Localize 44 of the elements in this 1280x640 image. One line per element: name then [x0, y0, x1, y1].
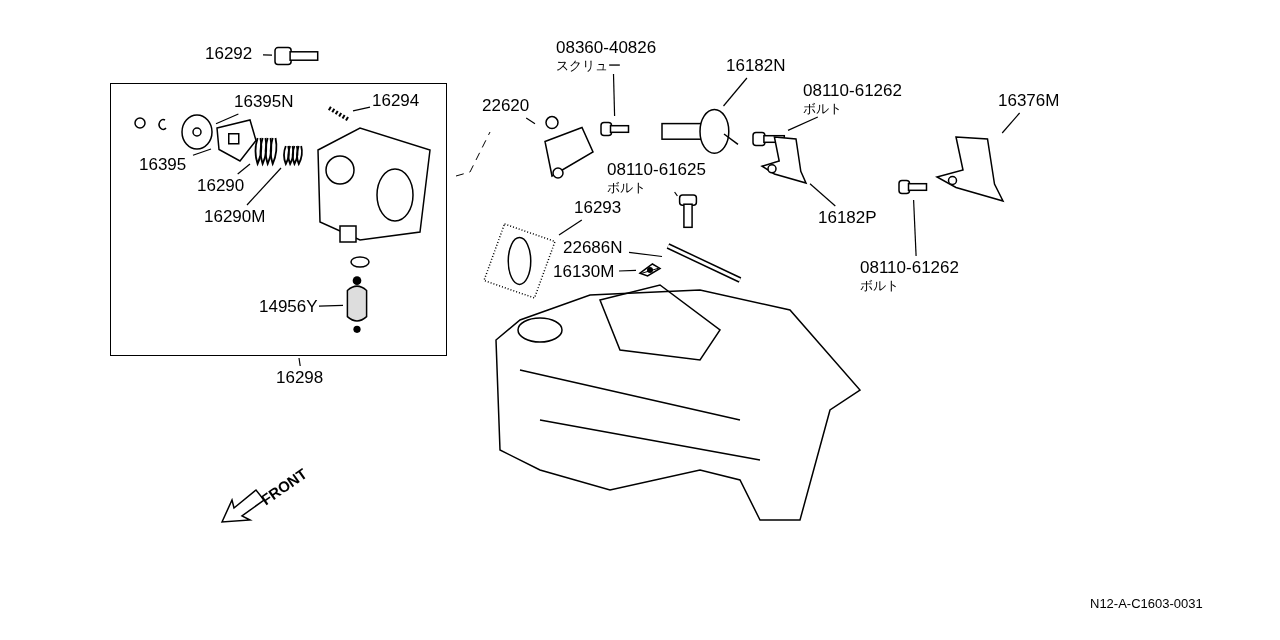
leader-line [525, 117, 536, 125]
leader-line [1001, 112, 1021, 134]
callout-number: 16182P [818, 208, 880, 228]
callout-number: 16376M [998, 91, 1062, 111]
callout-number: 16290M [204, 207, 268, 227]
part-name-label: ボルト [860, 278, 900, 293]
callout-number: 16292 [205, 44, 261, 64]
part-number: 08110-61625 [607, 160, 707, 180]
part-number: 08360-40826 [556, 38, 658, 58]
leader-line [352, 106, 371, 112]
drawing-code: N12-A-C1603-0031 [1090, 596, 1203, 611]
part-number: 08110-61262 [860, 258, 960, 278]
leader-line [612, 73, 616, 117]
part-name-label: ボルト [607, 180, 647, 195]
callout-number: 16395 [139, 155, 191, 175]
callout-number: 16290 [197, 176, 249, 196]
leader-line [262, 54, 273, 56]
leader-line [674, 191, 678, 197]
callout-number: 16293 [574, 198, 626, 218]
part-number: 08110-61262 [803, 81, 903, 101]
leader-line [246, 167, 282, 206]
leader-line [215, 113, 239, 125]
callout-number: 16395N [234, 92, 298, 112]
assembly-frame [110, 83, 447, 356]
leader-line [298, 357, 301, 367]
part-name-label: ボルト [803, 101, 843, 116]
callout-number: 16298 [276, 368, 328, 388]
leader-line [809, 183, 836, 207]
leader-line [913, 199, 917, 257]
callout-number: 16182N [726, 56, 788, 76]
leader-line [237, 163, 251, 175]
callout-number: 22620 [482, 96, 534, 116]
leader-line [618, 269, 637, 272]
leader-line [722, 77, 748, 107]
leader-line [628, 251, 663, 258]
leader-line [192, 148, 212, 156]
leader-line [318, 304, 344, 307]
part-name-label: スクリュー [556, 58, 622, 73]
callout-number: 22686N [563, 238, 627, 258]
callout-number: 16130M [553, 262, 617, 282]
callout-number: 16294 [372, 91, 424, 111]
leader-line [558, 219, 583, 236]
callout-number: 14956Y [259, 297, 317, 317]
leader-line [787, 116, 819, 131]
